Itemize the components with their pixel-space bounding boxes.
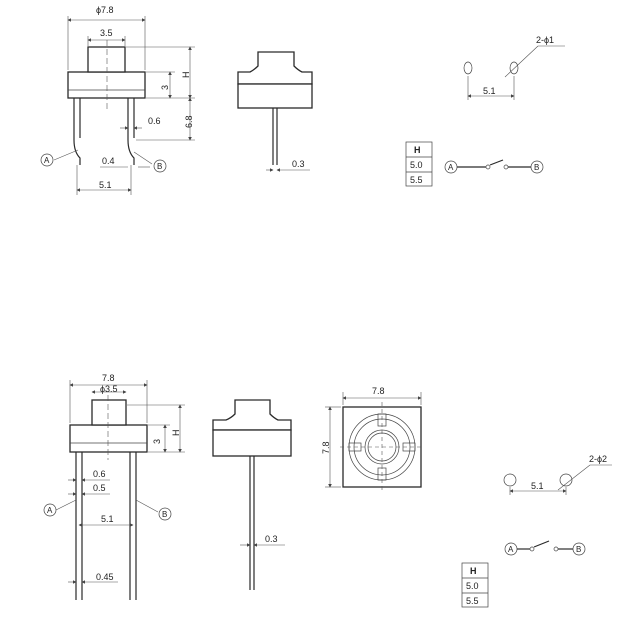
bottom-footprint — [503, 464, 612, 495]
dim-side-pin: 0.3 — [292, 159, 305, 169]
hole-left — [463, 61, 473, 75]
table-row-1-bottom: 5.0 — [466, 581, 479, 591]
top-h-table — [405, 141, 433, 187]
dim-pin-spacing: 5.1 — [99, 180, 112, 190]
dim-bottom-width: 7.8 — [102, 373, 115, 383]
dim-bottom-three: 3 — [152, 439, 162, 444]
dim-bottom-side-pin: 0.3 — [265, 534, 278, 544]
dim-topview-width: 7.8 — [372, 386, 385, 396]
top-footprint — [463, 45, 565, 100]
dim-bottom-pin-t: 0.5 — [93, 483, 106, 493]
label-a-bottom: A — [47, 506, 53, 515]
top-schematic — [444, 159, 544, 174]
dim-body-height: 3 — [160, 85, 170, 90]
bottom-top-view — [325, 392, 424, 492]
schem-a-bottom: A — [508, 545, 514, 554]
hole-right — [509, 61, 519, 75]
dim-holes-bottom: 2-ϕ2 — [589, 454, 607, 464]
pin-right — [127, 98, 135, 165]
dim-diameter: ϕ7.8 — [96, 5, 114, 15]
dim-hole-spacing-bottom: 5.1 — [531, 481, 544, 491]
dim-hole-spacing: 5.1 — [483, 86, 496, 96]
table-header-bottom: H — [470, 566, 477, 576]
dim-bottom-spacing: 5.1 — [101, 514, 114, 524]
label-b: B — [157, 162, 162, 171]
label-a-circle — [40, 153, 54, 167]
top-side-view — [237, 51, 313, 172]
table-row-2-bottom: 5.5 — [466, 596, 479, 606]
dim-bottom-tip: 0.45 — [96, 572, 114, 582]
label-b-circle — [153, 159, 167, 173]
dim-topview-height: 7.8 — [321, 441, 331, 454]
hole-right-bottom — [559, 473, 573, 487]
dim-bottom-h: H — [171, 430, 181, 437]
dim-button-width: 3.5 — [100, 28, 113, 38]
top-front-view — [40, 16, 195, 195]
table-row-1: 5.0 — [410, 160, 423, 170]
bottom-h-table — [461, 562, 489, 608]
schem-b: B — [534, 163, 539, 172]
dim-pin-width: 0.6 — [148, 116, 161, 126]
table-header: H — [414, 145, 421, 155]
table-row-2: 5.5 — [410, 175, 423, 185]
schem-b-bottom: B — [576, 545, 581, 554]
bottom-front-view — [43, 380, 185, 600]
dim-bottom-dia: ϕ3.5 — [100, 384, 118, 394]
bottom-schematic — [504, 540, 586, 556]
dim-pin-gap: 0.4 — [102, 156, 115, 166]
switch-button — [87, 46, 126, 73]
hole-left-bottom — [503, 473, 517, 487]
dim-bottom-pin-w: 0.6 — [93, 469, 106, 479]
switch-body — [67, 71, 146, 99]
pin-left — [73, 98, 81, 165]
dim-holes: 2-ϕ1 — [536, 35, 554, 45]
dim-height-h: H — [181, 72, 191, 79]
dim-pin-length: 6.8 — [184, 115, 194, 128]
bottom-side-view — [212, 399, 292, 590]
schem-a: A — [448, 163, 454, 172]
label-b-bottom: B — [162, 510, 167, 519]
label-a: A — [44, 156, 50, 165]
